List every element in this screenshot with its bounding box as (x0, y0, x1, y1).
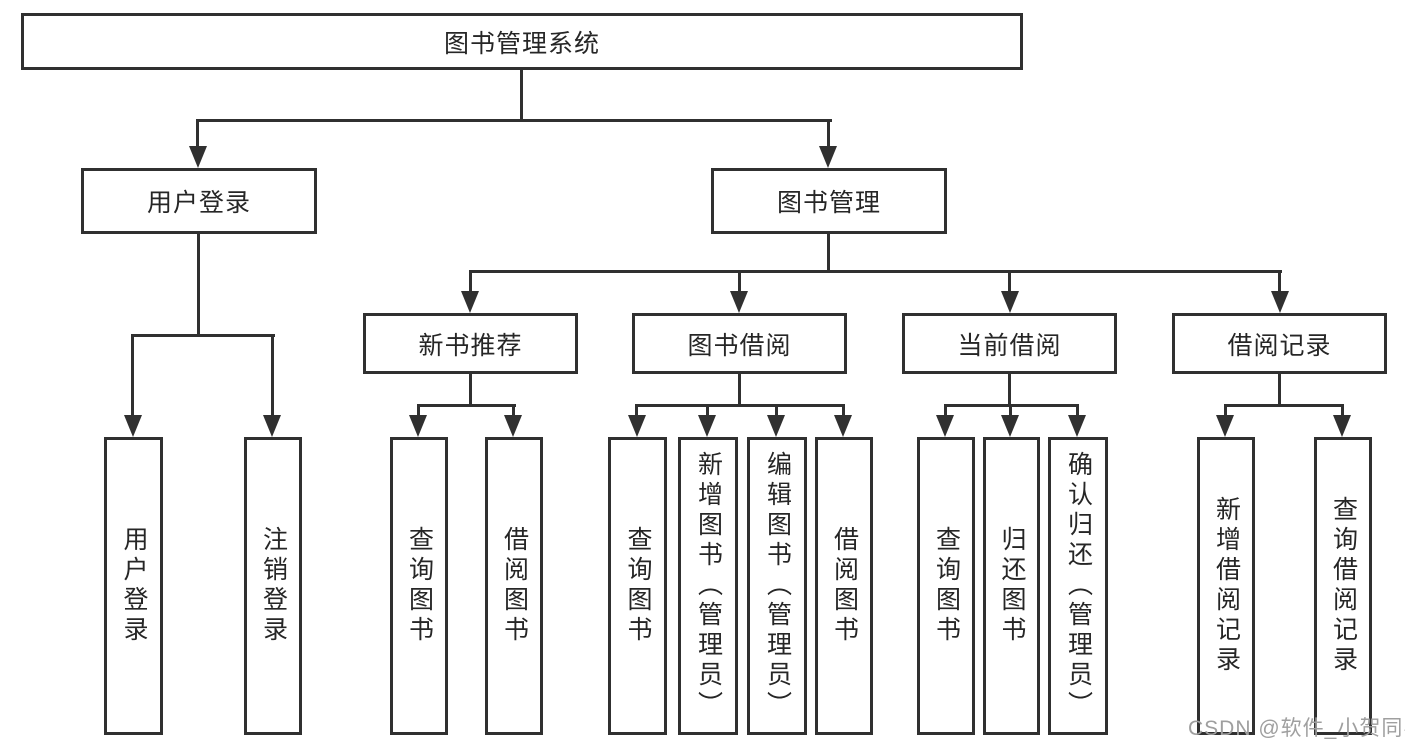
connector-line (469, 374, 472, 406)
connector-line (196, 119, 199, 149)
node-book-management: 图书管理 (711, 168, 947, 234)
node-borrow-records: 借阅记录 (1172, 313, 1387, 374)
connector-line (520, 70, 523, 121)
node-book-borrow: 图书借阅 (632, 313, 847, 374)
arrowhead-down-icon (628, 415, 646, 437)
connector-line (271, 334, 274, 418)
arrowhead-down-icon (1001, 415, 1019, 437)
connector-line (944, 404, 947, 418)
node-logout-leaf: 注销登录 (244, 437, 302, 735)
connector-line (131, 334, 275, 337)
arrowhead-down-icon (767, 415, 785, 437)
connector-line (469, 270, 1282, 273)
connector-line (827, 119, 830, 149)
node-current-borrow: 当前借阅 (902, 313, 1117, 374)
connector-line (417, 404, 420, 418)
connector-line (738, 374, 741, 406)
arrowhead-down-icon (263, 415, 281, 437)
connector-line (131, 334, 134, 418)
node-new-book-recommend: 新书推荐 (363, 313, 578, 374)
arrowhead-down-icon (409, 415, 427, 437)
connector-line (635, 404, 845, 407)
node-edit-book-admin: 编辑图书（管理员） (747, 437, 807, 735)
arrowhead-down-icon (834, 415, 852, 437)
node-query-books-current: 查询图书 (917, 437, 975, 735)
arrowhead-down-icon (1333, 415, 1351, 437)
node-library-system: 图书管理系统 (21, 13, 1023, 70)
arrowhead-down-icon (698, 415, 716, 437)
connector-line (1278, 374, 1281, 406)
connector-line (842, 404, 845, 418)
connector-line (1224, 404, 1227, 418)
arrowhead-down-icon (504, 415, 522, 437)
connector-line (417, 404, 516, 407)
arrowhead-down-icon (189, 146, 207, 168)
connector-line (827, 234, 830, 273)
connector-line (635, 404, 638, 418)
connector-line (775, 404, 778, 418)
node-add-book-admin: 新增图书（管理员） (678, 437, 738, 735)
connector-line (1009, 404, 1012, 418)
node-query-borrow-record: 查询借阅记录 (1314, 437, 1372, 735)
arrowhead-down-icon (819, 146, 837, 168)
node-add-borrow-record: 新增借阅记录 (1197, 437, 1255, 735)
node-query-books-borrow: 查询图书 (608, 437, 667, 735)
node-query-books-newbook: 查询图书 (390, 437, 448, 735)
arrowhead-down-icon (1068, 415, 1086, 437)
arrowhead-down-icon (1271, 291, 1289, 313)
node-borrow-books-leaf: 借阅图书 (815, 437, 873, 735)
arrowhead-down-icon (461, 291, 479, 313)
connector-line (512, 404, 515, 418)
connector-line (1224, 404, 1344, 407)
arrowhead-down-icon (730, 291, 748, 313)
arrowhead-down-icon (936, 415, 954, 437)
arrowhead-down-icon (1001, 291, 1019, 313)
connector-line (469, 270, 472, 294)
connector-line (197, 234, 200, 336)
node-user-login-leaf: 用户登录 (104, 437, 163, 735)
connector-line (706, 404, 709, 418)
connector-line (196, 119, 832, 122)
connector-line (1278, 270, 1281, 294)
node-return-books: 归还图书 (983, 437, 1040, 735)
connector-line (1008, 374, 1011, 406)
arrowhead-down-icon (1216, 415, 1234, 437)
connector-line (1341, 404, 1344, 418)
connector-line (1076, 404, 1079, 418)
connector-line (738, 270, 741, 294)
arrowhead-down-icon (124, 415, 142, 437)
node-user-login: 用户登录 (81, 168, 317, 234)
node-confirm-return-admin: 确认归还（管理员） (1048, 437, 1108, 735)
connector-line (1008, 270, 1011, 294)
csdn-watermark: CSDN @软件_小贺同学 (1188, 717, 1405, 740)
node-borrow-books-newbook: 借阅图书 (485, 437, 543, 735)
